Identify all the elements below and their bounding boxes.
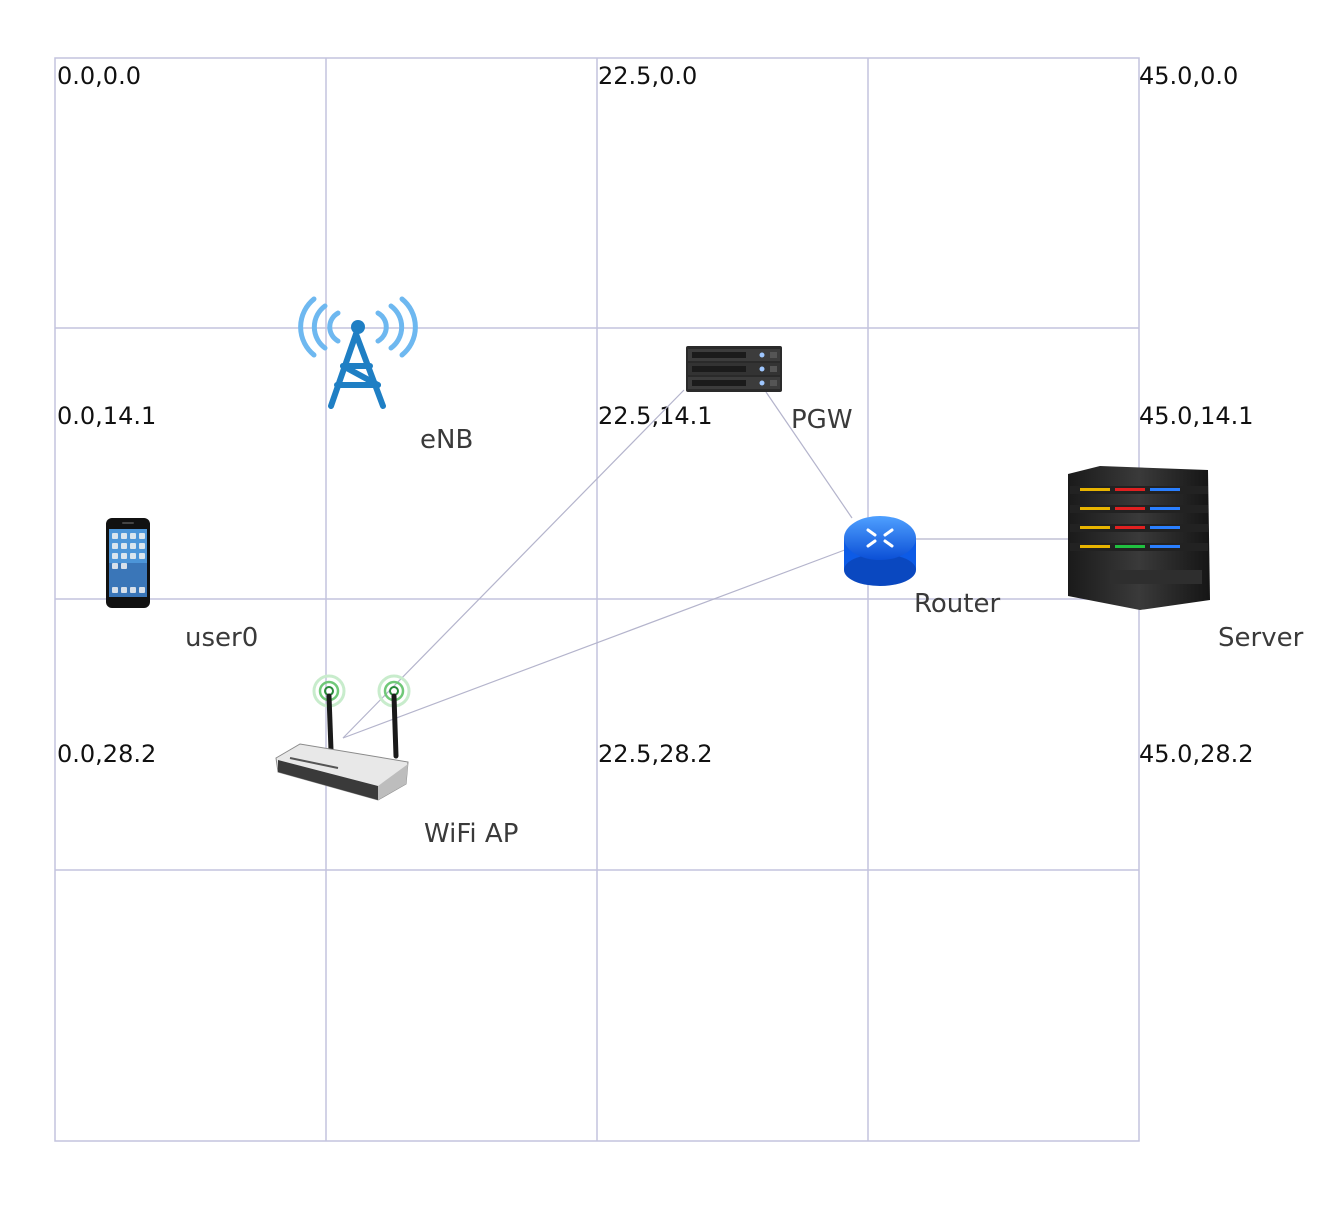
coord-label: 22.5,28.2 (598, 740, 713, 768)
coord-label: 45.0,14.1 (1139, 402, 1254, 430)
link-wifi-router[interactable] (342, 547, 851, 739)
coord-label: 0.0,28.2 (57, 740, 156, 768)
cell-tower-mast (328, 331, 386, 409)
grid (54, 57, 1140, 1142)
coord-label: 0.0,0.0 (57, 62, 141, 90)
coord-label: 22.5,0.0 (598, 62, 697, 90)
coord-label: 22.5,14.1 (598, 402, 713, 430)
coord-label: 0.0,14.1 (57, 402, 156, 430)
link-pgw-router[interactable] (765, 391, 853, 519)
router-node[interactable]: Router (844, 516, 1000, 619)
cell-tower-icon (298, 296, 418, 358)
wifi-node[interactable]: WiFi AP (275, 674, 518, 849)
wifi-label: WiFi AP (424, 819, 518, 849)
coord-label: 45.0,28.2 (1139, 740, 1254, 768)
coord-label: 45.0,0.0 (1139, 62, 1238, 90)
server-label: Server (1218, 623, 1304, 653)
router-label: Router (914, 589, 1000, 619)
user-node[interactable]: user0 (106, 518, 258, 653)
server-node[interactable]: Server (1068, 466, 1304, 653)
enb-node[interactable]: eNB (298, 296, 474, 455)
link-wifi-pgw[interactable] (342, 389, 685, 739)
enb-label: eNB (420, 425, 473, 455)
user-label: user0 (185, 623, 258, 653)
pgw-node[interactable]: PGW (686, 346, 853, 435)
server-rack-icon (686, 346, 782, 392)
server-tower-icon (1068, 466, 1210, 610)
router-icon (844, 516, 916, 586)
wifi-router-icon (275, 693, 409, 801)
pgw-label: PGW (791, 405, 853, 435)
cell-tower-top (351, 320, 365, 334)
smartphone-icon (106, 518, 150, 608)
links (342, 389, 1068, 739)
coordinate-labels: 0.0,0.0 22.5,0.0 45.0,0.0 0.0,14.1 22.5,… (57, 62, 1254, 768)
